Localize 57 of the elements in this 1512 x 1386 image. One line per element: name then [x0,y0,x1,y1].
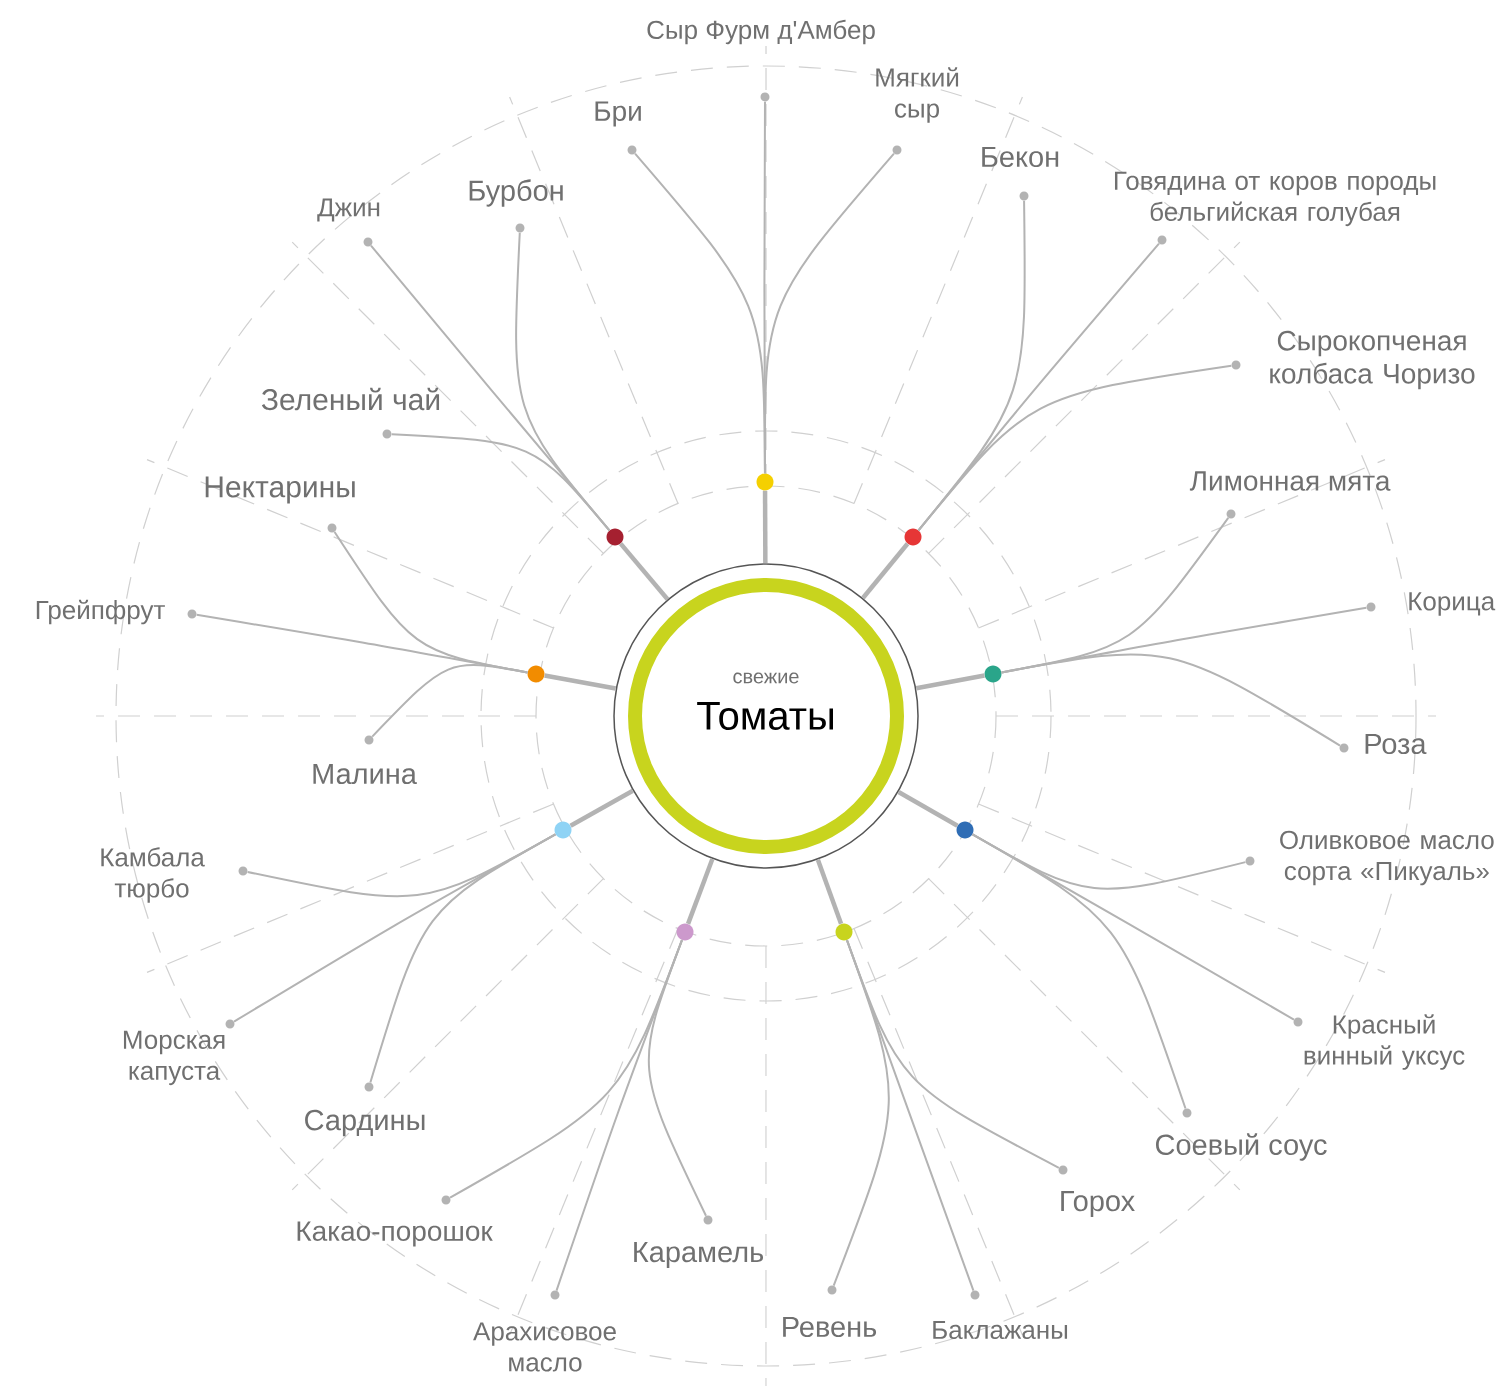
ingredient-label: Нектарины [205,476,355,504]
ingredient-label: Ревень [783,1316,877,1338]
ingredient-label: Зеленый чай [261,387,440,411]
ingredient-label: Карамель [634,1242,763,1268]
ingredient-label: Камбала тюрбо [101,847,205,903]
ingredient-label: Мягкий сыр [876,67,959,123]
connector-line [971,833,1187,1110]
title-text: Томаты [697,702,833,730]
ingredient-label: Соевый соус [1156,1133,1327,1161]
ingredient-label: Корица [1409,592,1496,616]
hub-dot [835,923,853,941]
connector-line [897,789,959,828]
ingredient-label: Джин [317,198,380,222]
hub-dot [554,821,572,839]
ingredient-label: Сыр Фурм д'Амбер [647,19,875,45]
ingredient-label: Баклажаны [933,1320,1068,1340]
ingredient-label: Арахисовое масло [473,1322,616,1372]
ingredient-label: Какао-порошок [297,1221,493,1247]
ingredient-label: Горох [1061,1191,1135,1217]
ingredient-label: Бурбон [469,179,563,207]
ingredient-label: Красный винный уксус [1304,1014,1465,1070]
connector-line [634,152,766,475]
hub-dot [956,821,974,839]
connector-line [569,788,634,828]
connector-line [246,833,557,898]
ingredient-label: Сардины [305,1109,425,1137]
hub-dot [904,528,922,546]
ingredient-label: Морская капуста [123,1030,225,1086]
connector-line [762,490,768,564]
hub-dot [676,923,694,941]
connector-line [333,530,529,674]
ingredient-label: Бекон [982,146,1059,168]
connector-line [1000,653,1341,747]
connector-line [815,858,844,925]
connector-line [618,542,670,601]
ingredient-label: Сырокопченая колбаса Чоризо [1270,330,1475,390]
hub-dot [984,665,1002,683]
connector-line [832,939,890,1287]
hub-dot [606,528,624,546]
ingredient-label: Бри [595,101,641,127]
ingredient-label: Малина [313,763,417,785]
subtitle-text: свежие [733,672,799,684]
connector-line [544,673,617,691]
ingredient-label: Говядина от коров породы бельгийская голубая [1115,171,1436,227]
connector-line [915,673,985,691]
connector-line [515,231,611,532]
ingredient-label: Лимонная мята [1189,471,1391,491]
connector-line [685,858,715,925]
hub-dot [756,473,774,491]
connector-line [647,939,707,1217]
connector-line [449,939,683,1199]
ingredient-label: Оливковое масло сорта «Пикуаль» [1280,830,1494,886]
hub-dot [527,665,545,683]
connector-line [917,364,1233,532]
ingredient-label: Роза [1365,733,1427,755]
ingredient-label: Грейпфрут [36,599,165,625]
connector-line [861,542,910,600]
